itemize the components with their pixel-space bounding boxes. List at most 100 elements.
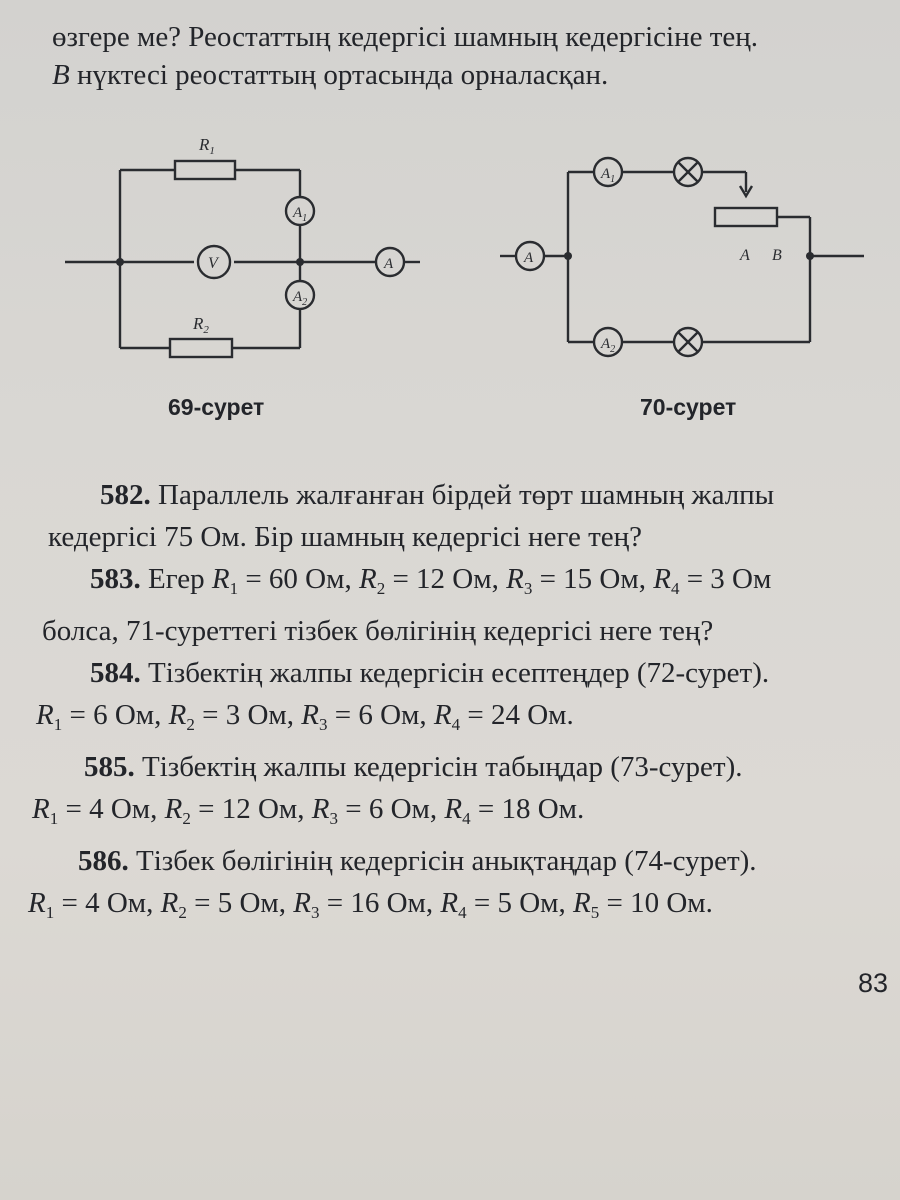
point-a-label: A: [739, 247, 750, 264]
figure-70-caption: 70-сурет: [640, 394, 737, 420]
problem-number: 583.: [90, 563, 141, 595]
r3-value: = 6 Ом,: [337, 793, 445, 825]
r2-var: R: [164, 793, 183, 825]
ammeter-main-label: A: [383, 256, 394, 272]
r1-sub: 1: [229, 579, 239, 598]
r4-var: R: [433, 699, 452, 731]
ammeter-a2-circle: [284, 279, 316, 311]
intro-line-2-text: нүктесі реостаттың ортасында орналасқан.: [69, 59, 609, 91]
ammeter-a1-circle: [592, 156, 624, 188]
r3-value: = 15 Ом,: [532, 563, 654, 595]
r4-sub: 4: [458, 903, 467, 922]
intro-line-2: B нүктесі реостаттың ортасында орналасқа…: [52, 56, 892, 94]
ammeter-main-circle: [374, 246, 406, 278]
svg-text:A2: A2: [292, 289, 307, 308]
r1-value: = 4 Ом,: [54, 887, 161, 919]
lamp-2: [672, 326, 704, 358]
svg-text:A1: A1: [292, 205, 307, 224]
ammeter-a1-circle: [284, 195, 316, 227]
intro-line-1: өзгере ме? Реостаттың кедергісі шамның к…: [52, 21, 759, 53]
r3-var: R: [301, 699, 319, 731]
r3-sub: 3: [523, 579, 533, 598]
problem-584-line-2: R1 = 6 Ом, R2 = 3 Ом, R3 = 6 Ом, R4 = 24…: [28, 694, 898, 746]
figure-69-caption: 69-сурет: [168, 394, 265, 420]
r3-sub: 3: [318, 715, 328, 734]
r1-sub: 1: [45, 903, 55, 922]
problem-582-line-2: кедергісі 75 Ом. Бір шамның кедергісі не…: [48, 521, 643, 553]
svg-text:A2: A2: [600, 336, 615, 355]
r3-var: R: [506, 563, 524, 595]
ammeter-main-circle: [514, 240, 546, 272]
problem-number: 585.: [84, 751, 135, 783]
problem-582-line-1: 582. Параллель жалғанған бірдей төрт шам…: [28, 474, 898, 516]
problem-text: Егер: [140, 563, 212, 595]
rheostat: [713, 206, 779, 228]
problem-584-line-1: 584. Тізбектің жалпы кедергісін есептеңд…: [28, 652, 898, 694]
r4-var: R: [653, 563, 671, 595]
intro-text: өзгере ме? Реостаттың кедергісі шамның к…: [52, 18, 892, 94]
r4-sub: 4: [462, 809, 471, 828]
r1-value: = 60 Ом,: [238, 563, 359, 595]
r2-value: = 12 Ом,: [190, 793, 312, 825]
problem-number: 586.: [78, 845, 129, 877]
r4-var: R: [444, 793, 463, 825]
r2-sub: 2: [182, 809, 191, 828]
problem-text: Тізбектің жалпы кедергісін есептеңдер (7…: [140, 657, 770, 689]
r1-value: = 4 Ом,: [58, 793, 165, 825]
problem-583-line-1: 583. Егер R1 = 60 Ом, R2 = 12 Ом, R3 = 1…: [28, 558, 898, 610]
r2-sub: 2: [178, 903, 187, 922]
problem-585-line-2: R1 = 4 Ом, R2 = 12 Ом, R3 = 6 Ом, R4 = 1…: [28, 788, 898, 840]
voltmeter-circle: [196, 244, 232, 280]
r1-var: R: [211, 563, 230, 595]
r2-sub: 2: [376, 579, 386, 598]
r4-sub: 4: [670, 579, 680, 598]
ammeter-main-label: A: [523, 250, 534, 266]
svg-text:A1: A1: [600, 166, 615, 185]
problem-585-line-1: 585. Тізбектің жалпы кедергісін табыңдар…: [28, 746, 898, 788]
figure-69-circuit: R1 R2 V A1 A2 A: [65, 135, 420, 359]
point-b-label: B: [772, 247, 782, 264]
problem-text: Тізбектің жалпы кедергісін табыңдар (73-…: [134, 751, 743, 783]
r4-var: R: [440, 887, 459, 919]
r2-value: = 12 Ом,: [385, 563, 507, 595]
problem-586-line-1: 586. Тізбек бөлігінің кедергісін анықтаң…: [28, 840, 898, 882]
r4-value: = 3 Ом: [679, 563, 772, 595]
r4-value: = 24 Ом.: [460, 699, 574, 731]
r5-var: R: [573, 887, 591, 919]
r1-sub: 1: [49, 809, 59, 828]
r2-value: = 3 Ом,: [194, 699, 302, 731]
r4-value: = 5 Ом,: [466, 887, 573, 919]
r2-var: R: [358, 563, 377, 595]
problem-text: Тізбек бөлігінің кедергісін анықтаңдар (…: [128, 845, 757, 877]
ammeter-a2-circle: [592, 326, 624, 358]
svg-text:R1: R1: [198, 135, 215, 157]
lamp-1: [672, 156, 704, 188]
problem-586-line-2: R1 = 4 Ом, R2 = 5 Ом, R3 = 16 Ом, R4 = 5…: [28, 882, 898, 934]
problem-583-line-2: болса, 71-суреттегі тізбек бөлігінің кед…: [42, 615, 714, 647]
r1-var: R: [36, 699, 54, 731]
r1-sub: 1: [53, 715, 63, 734]
r1-value: = 6 Ом,: [62, 699, 169, 731]
resistor-r2: [168, 337, 234, 359]
page-number: 83: [857, 968, 888, 998]
r4-sub: 4: [451, 715, 461, 734]
resistor-r1: [173, 159, 237, 181]
r1-var: R: [32, 793, 50, 825]
problem-number: 584.: [90, 657, 141, 689]
r5-value: = 10 Ом.: [599, 887, 713, 919]
r2-value: = 5 Ом,: [186, 887, 294, 919]
r2-sub: 2: [186, 715, 195, 734]
r3-value: = 16 Ом,: [319, 887, 441, 919]
r2-var: R: [168, 699, 187, 731]
r2-var: R: [160, 887, 179, 919]
r5-sub: 5: [590, 903, 600, 922]
voltmeter-label: V: [208, 255, 220, 272]
point-b-var: B: [52, 59, 70, 91]
r3-sub: 3: [329, 809, 338, 828]
r3-sub: 3: [310, 903, 320, 922]
r3-var: R: [293, 887, 311, 919]
r3-value: = 6 Ом,: [327, 699, 434, 731]
r4-value: = 18 Ом.: [470, 793, 585, 825]
problem-number: 582.: [100, 479, 151, 511]
